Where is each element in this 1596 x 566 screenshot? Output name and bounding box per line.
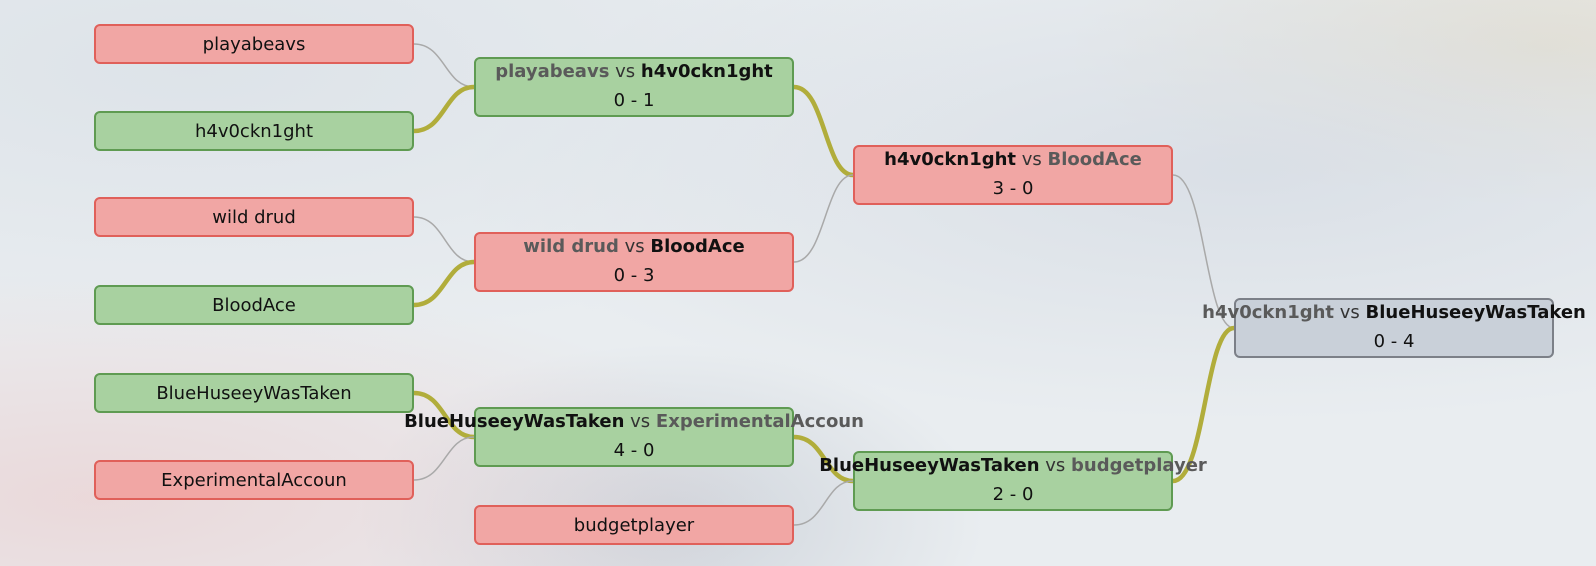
match-score: 0 - 1: [613, 90, 655, 111]
entrant-wild-drud[interactable]: wild drud: [94, 197, 414, 237]
vs-label: vs: [630, 411, 651, 432]
match-r2m1[interactable]: h4v0ckn1ght vs BloodAce 3 - 0: [853, 145, 1173, 205]
match-player-1: BlueHuseeyWasTaken: [819, 455, 1040, 476]
match-final[interactable]: h4v0ckn1ght vs BlueHuseeyWasTaken 0 - 4: [1202, 298, 1586, 358]
link-h4v0ckn1ght-to-r1m1: [413, 84, 475, 134]
entrant-playabeavs[interactable]: playabeavs: [94, 24, 414, 64]
link-r1m1-to-r2m1: [793, 84, 854, 178]
match-score: 0 - 3: [613, 265, 655, 286]
match-player-1: playabeavs: [495, 61, 610, 82]
entrant-name: budgetplayer: [573, 514, 695, 536]
match-title: BlueHuseeyWasTaken vs budgetplayer: [819, 455, 1207, 477]
match-player-1: BlueHuseeyWasTaken: [404, 411, 625, 432]
match-score: 0 - 4: [1373, 331, 1415, 352]
match-score: 2 - 0: [992, 484, 1034, 505]
match-title: playabeavs vs h4v0ckn1ght: [495, 61, 773, 83]
entrant-name: ExperimentalAccoun: [161, 469, 347, 491]
entrant-name: BloodAce: [212, 294, 296, 316]
link-wilddrud-to-r1m2: [413, 216, 475, 263]
link-r1m3-to-r2m2: [793, 434, 854, 484]
match-player-2: budgetplayer: [1071, 455, 1207, 476]
match-r1m3[interactable]: BlueHuseeyWasTaken vs ExperimentalAccoun…: [404, 407, 864, 467]
entrant-name: BlueHuseeyWasTaken: [156, 382, 352, 404]
match-player-2: BloodAce: [650, 236, 745, 257]
link-r2m2-to-final: [1172, 325, 1235, 484]
vs-label: vs: [1339, 302, 1360, 323]
vs-label: vs: [1045, 455, 1066, 476]
vs-label: vs: [615, 61, 636, 82]
match-player-1: h4v0ckn1ght: [884, 149, 1017, 170]
match-player-1: wild drud: [523, 236, 619, 257]
entrant-bloodace[interactable]: BloodAce: [94, 285, 414, 325]
match-player-2: ExperimentalAccoun: [655, 411, 864, 432]
match-player-1: h4v0ckn1ght: [1202, 302, 1335, 323]
match-r1m1[interactable]: playabeavs vs h4v0ckn1ght 0 - 1: [474, 57, 794, 117]
match-player-2: BloodAce: [1047, 149, 1142, 170]
match-r2m2[interactable]: BlueHuseeyWasTaken vs budgetplayer 2 - 0: [819, 451, 1207, 511]
entrant-name: h4v0ckn1ght: [194, 120, 314, 142]
entrant-h4v0ckn1ght[interactable]: h4v0ckn1ght: [94, 111, 414, 151]
vs-label: vs: [1021, 149, 1042, 170]
link-playabeavs-to-r1m1: [413, 43, 475, 88]
entrant-name: wild drud: [212, 206, 296, 228]
match-title: h4v0ckn1ght vs BloodAce: [884, 149, 1142, 171]
match-title: wild drud vs BloodAce: [523, 236, 744, 258]
match-player-2: h4v0ckn1ght: [640, 61, 773, 82]
entrant-name: playabeavs: [202, 33, 306, 55]
match-score: 4 - 0: [613, 440, 655, 461]
link-bluehuseey-to-r1m3: [413, 390, 475, 440]
link-budgetplayer-to-r2m2: [793, 480, 854, 526]
match-player-2: BlueHuseeyWasTaken: [1365, 302, 1586, 323]
entrant-experimentalaccoun[interactable]: ExperimentalAccoun: [94, 460, 414, 500]
link-bloodace-to-r1m2: [413, 259, 475, 308]
match-title: h4v0ckn1ght vs BlueHuseeyWasTaken: [1202, 302, 1586, 324]
match-r1m2[interactable]: wild drud vs BloodAce 0 - 3: [474, 232, 794, 292]
link-experimental-to-r1m3: [413, 436, 475, 481]
entrant-bluehuseeywastaken[interactable]: BlueHuseeyWasTaken: [94, 373, 414, 413]
link-r1m2-to-r2m1: [793, 174, 854, 263]
match-score: 3 - 0: [992, 178, 1034, 199]
match-title: BlueHuseeyWasTaken vs ExperimentalAccoun: [404, 411, 864, 433]
entrant-budgetplayer[interactable]: budgetplayer: [474, 505, 794, 545]
vs-label: vs: [624, 236, 645, 257]
link-r2m1-to-final: [1172, 174, 1235, 329]
